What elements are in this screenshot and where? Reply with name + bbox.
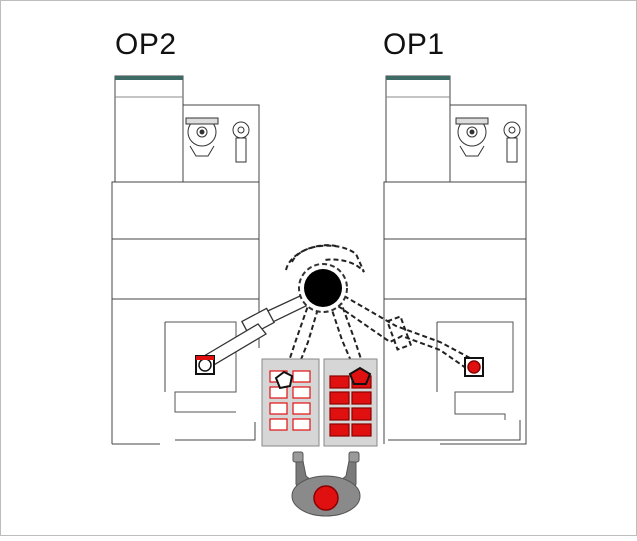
tray-slot-left bbox=[292, 386, 311, 399]
gripper-left-tray bbox=[274, 370, 294, 390]
tray-slot-left bbox=[292, 370, 311, 383]
tray-slot-left bbox=[292, 418, 311, 431]
tray-slot-left bbox=[269, 418, 288, 431]
op1-coolant-icon bbox=[503, 121, 521, 163]
op2-coolant-icon bbox=[232, 121, 250, 163]
op2-spindle-icon bbox=[185, 117, 219, 157]
op1-workpiece bbox=[464, 357, 484, 377]
robot-base bbox=[298, 263, 348, 313]
tray-slot-left bbox=[269, 386, 288, 399]
tray-slot-right bbox=[329, 423, 350, 437]
tray-slot-right bbox=[329, 375, 350, 389]
tray-slot-right bbox=[329, 407, 350, 421]
op1-spindle-icon bbox=[455, 117, 489, 157]
tray-slot-right bbox=[351, 391, 372, 405]
tray-slot-right bbox=[351, 423, 372, 437]
gripper-right-tray bbox=[348, 366, 372, 385]
robot-motion-paths bbox=[278, 244, 471, 383]
operator-icon bbox=[291, 451, 361, 517]
station-label-op1: OP1 bbox=[383, 28, 445, 61]
station-label-op2: OP2 bbox=[115, 28, 177, 61]
tray-slot-left bbox=[292, 402, 311, 415]
tray-slot-left bbox=[269, 402, 288, 415]
machine-op1 bbox=[383, 75, 527, 445]
tray-slot-right bbox=[351, 407, 372, 421]
op2-workpiece bbox=[195, 355, 215, 375]
tray-slot-right bbox=[329, 391, 350, 405]
